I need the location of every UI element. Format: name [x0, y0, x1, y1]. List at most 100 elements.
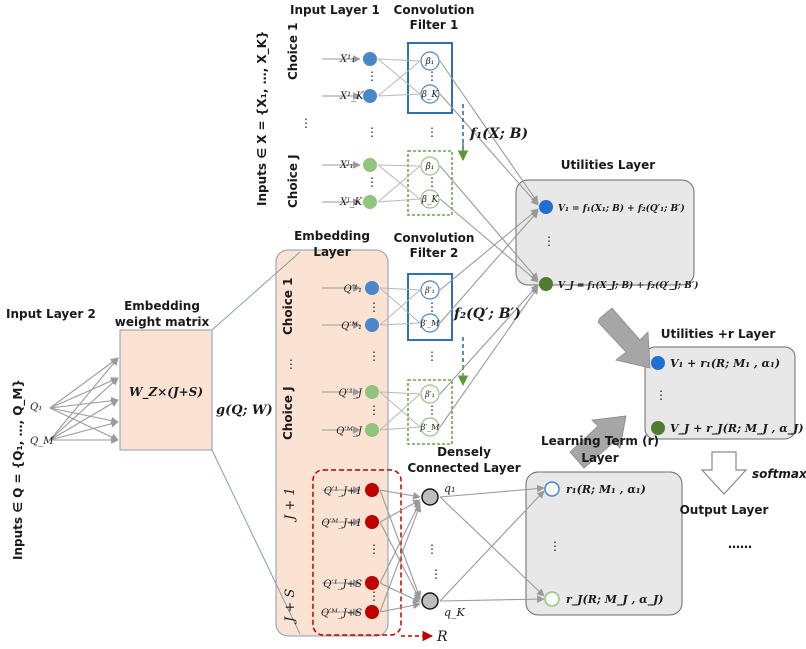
- embedding-label: Q′¹_J+1: [324, 486, 362, 497]
- input-layer-1-label: Input Layer 1: [290, 3, 380, 17]
- filter1-label: β₁: [425, 57, 435, 67]
- utility-equation-j: V_J = f₁(X_J; B) + f₂(Q′_J; B′): [558, 280, 699, 291]
- embedding-layer-panel: [275, 249, 389, 637]
- input1-node: [363, 195, 377, 209]
- svg-text:⋮: ⋮: [549, 539, 561, 553]
- svg-text:⋮: ⋮: [368, 349, 380, 363]
- w-matrix-label: W_Z×(J+S): [129, 385, 203, 400]
- svg-text:⋮: ⋮: [366, 125, 378, 139]
- conv-filter-1-label-line2: Filter 1: [410, 18, 459, 32]
- embedding-node: [365, 605, 379, 619]
- svg-text:⋮: ⋮: [285, 357, 297, 371]
- learning-node-1: [544, 481, 560, 497]
- learning-term-j: r_J(R; M_J , α_J): [566, 593, 663, 607]
- arrow-learning-to-r-layer: [569, 415, 627, 469]
- filter2-node: [420, 280, 440, 300]
- learning-label-line2: Layer: [581, 451, 618, 465]
- softmax-label: softmax: [752, 467, 806, 481]
- embedding-node: [365, 576, 379, 590]
- arrow-utilities-to-r-layer: [597, 307, 651, 369]
- svg-text:⋮: ⋮: [426, 300, 438, 314]
- utility-r-node-1: [651, 356, 665, 370]
- utility-equation-1: V₁ = f₁(X₁; B) + f₂(Q′₁; B′): [558, 203, 685, 214]
- f2-label: f₂(Q′; B′): [453, 306, 521, 322]
- output-dots: ……: [728, 537, 752, 551]
- filter2-label: β′₁: [424, 390, 435, 399]
- q1-label: Q₁: [30, 402, 42, 413]
- dense-node-qk: [421, 592, 439, 610]
- embedding-matrix-label-line2: weight matrix: [115, 315, 210, 329]
- inputs-x-label: Inputs ∈ X = {X₁, …, X_K}: [255, 31, 270, 206]
- filter1-label: β_K: [421, 90, 440, 100]
- output-layer-label: Output Layer: [680, 503, 769, 517]
- embedding-node: [365, 318, 379, 332]
- densely-label-line2: Connected Layer: [407, 461, 520, 475]
- inputs-q-label: Inputs ∈ Q = {Q₁, …, Q_M}: [11, 379, 26, 560]
- input1-node: [363, 52, 377, 66]
- embedding-node: [365, 385, 379, 399]
- svg-text:⋮: ⋮: [426, 125, 438, 139]
- svg-text:⋮: ⋮: [426, 542, 438, 556]
- embedding-node: [365, 515, 379, 529]
- svg-text:⋮: ⋮: [430, 567, 442, 581]
- filter2-node-labels: β′₁ β′_M β′₁ β′_M: [420, 286, 440, 432]
- dense-nodes: [421, 488, 439, 610]
- utility-r-node-j: [651, 421, 665, 435]
- svg-text:⋮: ⋮: [426, 403, 438, 417]
- svg-text:⋮: ⋮: [426, 69, 438, 83]
- svg-text:⋮: ⋮: [368, 300, 380, 314]
- input1-label: X¹_K: [339, 91, 364, 102]
- j-plus-s-label: J + S: [283, 589, 298, 625]
- utility-node-j: [539, 277, 553, 291]
- input1-label: Xᴶ_K: [339, 197, 363, 208]
- choice-1-label-emb: Choice 1: [281, 278, 295, 336]
- utilities-panel: [515, 179, 695, 286]
- utility-r-equation-1: V₁ + r₁(R; M₁ , α₁): [670, 357, 780, 370]
- embedding-label: Q′ᴹ_J+1: [321, 518, 362, 529]
- svg-text:⋮: ⋮: [368, 542, 380, 556]
- filter2-label: β′_M: [420, 423, 440, 432]
- dense-qk-label: q_K: [444, 606, 466, 619]
- utilities-r-layer-label: Utilities +r Layer: [661, 327, 776, 341]
- filter1-node: [420, 51, 440, 71]
- filter2-node: [420, 384, 440, 404]
- dense-node-q1: [421, 488, 439, 506]
- filter1-node-labels: β₁ β_K β₁ β_K: [421, 57, 440, 205]
- filter2-box-choicej: [407, 379, 453, 445]
- f1-label: f₁(X; B): [469, 126, 528, 142]
- conv-filter-2-label-line1: Convolution: [394, 231, 475, 245]
- input1-label: X¹₁: [339, 54, 355, 65]
- input1-node: [363, 158, 377, 172]
- filter1-label: β_K: [421, 195, 440, 205]
- embedding-matrix-box: [119, 329, 213, 451]
- embedding-node: [365, 281, 379, 295]
- filter1-nodes: [420, 51, 440, 209]
- embedding-nodes: [365, 281, 379, 619]
- input1-node: [363, 89, 377, 103]
- input1-nodes: [363, 52, 377, 209]
- svg-text:⋮: ⋮: [426, 175, 438, 189]
- filter2-nodes: [420, 280, 440, 437]
- learning-term-1: r₁(R; M₁ , α₁): [566, 483, 646, 496]
- learning-label-line1: Learning Term (r): [541, 434, 659, 448]
- embedding-node: [365, 423, 379, 437]
- g-label: g(Q; W): [216, 403, 273, 418]
- filter2-node: [420, 417, 440, 437]
- densely-label-line1: Densely: [437, 445, 491, 459]
- embedding-node-labels: Q′¹₁ Q′ᴹ₁ Q′¹_J Q′ᴹ_J Q′¹_J+1 Q′ᴹ_J+1 Q′…: [321, 284, 363, 619]
- utilities-r-panel: [644, 346, 796, 440]
- dense-q1-label: q₁: [444, 482, 455, 495]
- ellipsis-dots: ⋮ ⋮ ⋮ ⋮ ⋮ ⋮ ⋮ ⋮ ⋮ ⋮ ⋮ ⋮ ⋮ ⋮ ⋮ ⋮ ⋮ ⋮ ⋮ ⋮ …: [285, 69, 667, 603]
- r-output-label: R: [436, 629, 448, 645]
- svg-text:⋮: ⋮: [368, 589, 380, 603]
- choice-j-label-top: Choice J: [286, 154, 300, 208]
- utility-node-1: [539, 200, 553, 214]
- embedding-node: [365, 483, 379, 497]
- embedding-matrix-label-line1: Embedding: [124, 299, 200, 313]
- svg-text:⋮: ⋮: [300, 116, 312, 130]
- embedding-label: Q′ᴹ_J: [336, 426, 363, 437]
- conv-filter-1-label-line1: Convolution: [394, 3, 475, 17]
- embedding-label: Q′¹₁: [344, 284, 363, 295]
- filter1-label: β₁: [425, 162, 435, 172]
